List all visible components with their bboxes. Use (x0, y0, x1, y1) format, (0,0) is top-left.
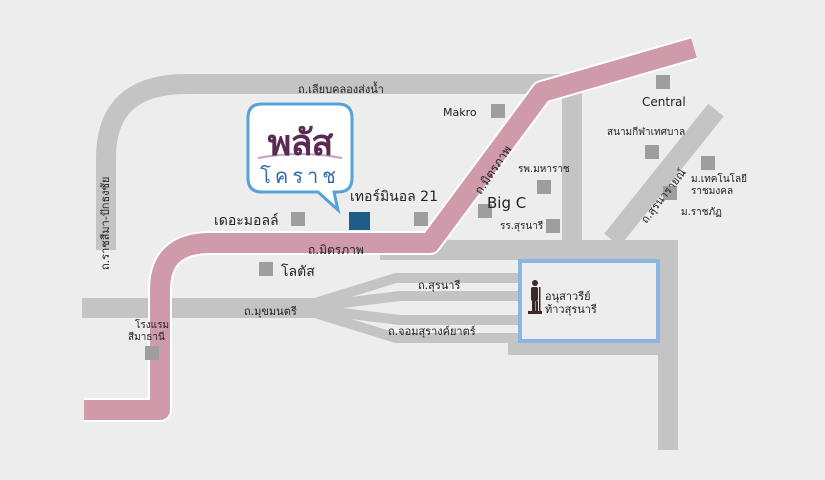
lotus-marker (259, 262, 273, 276)
label-the-mall: เดอะมอลล์ (214, 213, 279, 229)
maharat-marker (537, 180, 551, 194)
sima-thani-marker (145, 346, 159, 360)
terminal21-marker (349, 212, 370, 230)
fan-roads (316, 273, 518, 343)
road-liap-khlong (96, 74, 572, 159)
road-label-ratchasima: ถ.ราชสีมา-ปักธงชัย (99, 176, 112, 270)
rmut-marker (701, 156, 715, 170)
terminal21-grey-marker (414, 212, 428, 226)
label-rmut-1: ม.เทคโนโลยี (691, 174, 748, 185)
monument-frame (518, 259, 660, 343)
label-lotus: โลตัส (281, 264, 315, 280)
sanam-kila-marker (645, 145, 659, 159)
rajabhat-marker (663, 186, 677, 200)
logo: พลัส โคราช (248, 104, 352, 196)
markers (145, 75, 715, 360)
central-marker (656, 75, 670, 89)
label-maharat-hospital: รพ.มหาราช (518, 164, 570, 175)
road-label-suranaree: ถ.สุรนารี (418, 279, 461, 292)
label-monument-1: อนุสาวรีย์ (545, 290, 591, 303)
logo-swoosh (257, 153, 343, 159)
road-label-mukkhamontri: ถ.มุขมนตรี (244, 305, 297, 318)
road-fan-3 (317, 305, 518, 325)
statue-icon (528, 280, 542, 314)
suranaree-school-marker (546, 219, 560, 233)
the-mall-marker (291, 212, 305, 226)
road-label-mittraphap-horizontal: ถ.มิตรภาพ (308, 243, 364, 257)
road-suranarai (604, 103, 724, 247)
label-big-c: Big C (487, 194, 527, 212)
label-rajabhat: ม.ราชภัฏ (681, 207, 722, 218)
road-fan-2 (317, 291, 518, 311)
bigc-marker (478, 204, 492, 218)
label-terminal21: เทอร์มินอล 21 (350, 189, 438, 205)
makro-marker (491, 104, 505, 118)
mittraphap-road (84, 36, 698, 422)
label-suranaree-school: รร.สุรนารี (500, 221, 544, 232)
road-fan-4 (316, 309, 518, 343)
label-central: Central (642, 95, 686, 109)
label-sima-thani-1: โรงแรม (135, 320, 170, 331)
road-fan-1 (316, 273, 518, 307)
logo-main-text: พลัส (267, 123, 334, 164)
speech-bubble-icon (246, 102, 354, 215)
road-label-chomsurang: ถ.จอมสุรางค์ยาตร์ (388, 325, 476, 338)
logo-sub-text: โคราช (260, 164, 340, 188)
label-sima-thani-2: สีมาธานี (128, 332, 165, 343)
label-monument-2: ท้าวสุรนารี (545, 303, 597, 316)
label-makro: Makro (443, 106, 477, 119)
label-rmut-2: ราชมงคล (691, 186, 734, 197)
label-sanam-kila: สนามกีฬาเทศบาล (607, 127, 686, 138)
road-label-liap-khlong: ถ.เลียบคลองส่งน้ำ (298, 83, 384, 96)
